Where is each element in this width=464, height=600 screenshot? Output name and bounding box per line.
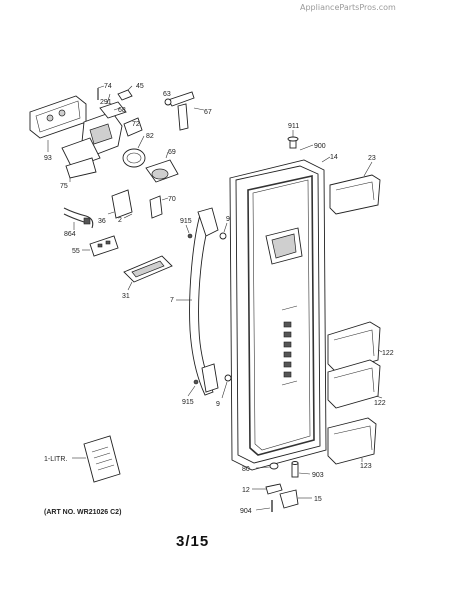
door-assembly [229,159,327,471]
label-55: 55 [72,248,80,255]
label-70: 70 [168,196,176,203]
door-bin-122-lower [327,359,383,409]
label-75: 75 [60,183,68,190]
bracket-63-67 [164,91,205,131]
label-904: 904 [240,508,252,515]
label-23: 23 [368,155,376,162]
drip-tray-31 [123,255,173,291]
label-69: 69 [168,149,176,156]
label-9-lower: 9 [216,401,220,408]
label-122-upper: 122 [382,350,394,357]
label-864: 864 [64,231,76,238]
label-45: 45 [136,83,144,90]
label-14: 14 [330,154,338,161]
label-74: 74 [104,83,112,90]
label-1-litr: 1-LITR. [44,456,67,463]
auger-69 [145,151,179,183]
chute-75 [61,137,101,182]
handle-screws [185,222,232,399]
watermark: AppliancePartsPros.com [300,3,396,12]
label-72: 72 [132,121,140,128]
label-9-upper: 9 [226,216,230,223]
control-board-55 [82,235,119,257]
label-31: 31 [122,293,130,300]
wire-harness-864 [63,207,94,230]
label-123: 123 [360,463,372,470]
label-36: 36 [98,218,106,225]
label-15: 15 [314,496,322,503]
door-handle [176,207,219,396]
label-900: 900 [314,143,326,150]
label-63: 63 [163,91,171,98]
door-bin-122-upper [327,321,383,373]
label-122-lower: 122 [374,400,386,407]
parts-72-82 [122,117,146,168]
label-12: 12 [242,487,250,494]
label-80: 80 [242,466,250,473]
switch-parts-70-36-2 [107,189,169,219]
art-number: (ART NO. WR21026 C2) [44,509,122,516]
label-67: 67 [204,109,212,116]
small-parts-74-45-291 [97,85,133,101]
door-bin-123 [327,417,377,465]
label-915-lower: 915 [182,399,194,406]
page-number: 3/15 [176,533,210,550]
top-cap-parts [287,130,331,163]
hinge-parts [252,461,312,512]
label-2: 2 [118,217,122,224]
label-93: 93 [44,155,52,162]
dispenser-buttons [283,321,292,378]
label-911: 911 [288,123,299,130]
label-82: 82 [146,133,154,140]
label-7: 7 [170,297,174,304]
label-68: 68 [118,107,126,114]
label-903: 903 [312,472,324,479]
label-915-upper: 915 [180,218,192,225]
door-bin-23 [329,161,381,215]
label-291: 291 [100,99,112,106]
literature-booklet [72,435,121,483]
